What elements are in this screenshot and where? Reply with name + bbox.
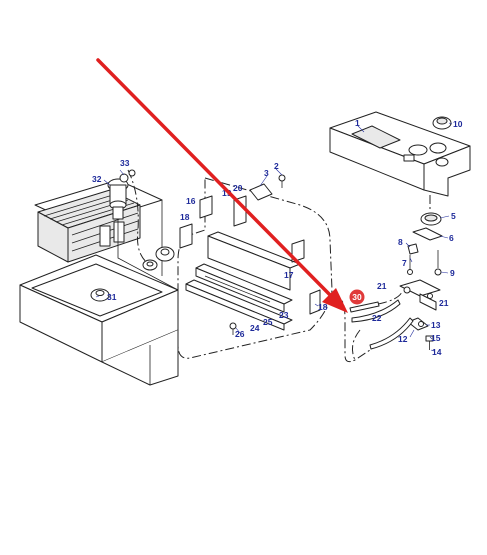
callout-leaders	[95, 122, 453, 352]
control-linkage	[399, 212, 443, 350]
heater-box-assembly	[19, 169, 179, 386]
highlight-arrow	[96, 58, 348, 313]
callout-8[interactable]: 8	[398, 237, 403, 247]
callout-13[interactable]: 13	[431, 320, 441, 330]
callout-26[interactable]: 26	[235, 329, 245, 339]
callout-5[interactable]: 5	[451, 211, 456, 221]
callout-32[interactable]: 32	[92, 174, 102, 184]
callout-16[interactable]: 16	[186, 196, 196, 206]
callout-9[interactable]: 9	[450, 268, 455, 278]
callout-17[interactable]: 17	[284, 270, 294, 280]
callout-21-lower[interactable]: 21	[439, 298, 449, 308]
callout-19[interactable]: 19	[222, 188, 232, 198]
callout-20[interactable]: 20	[233, 183, 243, 193]
callout-18-right[interactable]: 18	[318, 302, 328, 312]
callout-6[interactable]: 6	[449, 233, 454, 243]
callout-3[interactable]: 3	[264, 168, 269, 178]
callout-14[interactable]: 14	[432, 347, 442, 357]
callout-22[interactable]: 22	[372, 313, 382, 323]
callout-labels: 1 2 3 5 6 7 8 9 10 12 13 14 15 16 17 18 …	[92, 118, 463, 357]
callout-15[interactable]: 15	[431, 333, 441, 343]
flap-assembly	[177, 174, 371, 363]
callout-10[interactable]: 10	[453, 119, 463, 129]
callout-30[interactable]: 30	[352, 292, 362, 302]
callout-18-left[interactable]: 18	[180, 212, 190, 222]
callout-33[interactable]: 33	[120, 158, 130, 168]
callout-2[interactable]: 2	[274, 161, 279, 171]
callout-21-upper[interactable]: 21	[377, 281, 387, 291]
callout-12[interactable]: 12	[398, 334, 408, 344]
control-cables	[349, 291, 414, 361]
callout-25[interactable]: 25	[263, 317, 273, 327]
highlighted-part-badge[interactable]: 30	[349, 289, 365, 305]
callout-7[interactable]: 7	[402, 258, 407, 268]
callout-1[interactable]: 1	[355, 118, 360, 128]
water-valve	[107, 169, 136, 220]
callout-31[interactable]: 31	[107, 292, 117, 302]
grommet	[90, 288, 110, 302]
control-panel	[329, 111, 471, 197]
callout-23[interactable]: 23	[279, 310, 289, 320]
callout-24[interactable]: 24	[250, 323, 260, 333]
